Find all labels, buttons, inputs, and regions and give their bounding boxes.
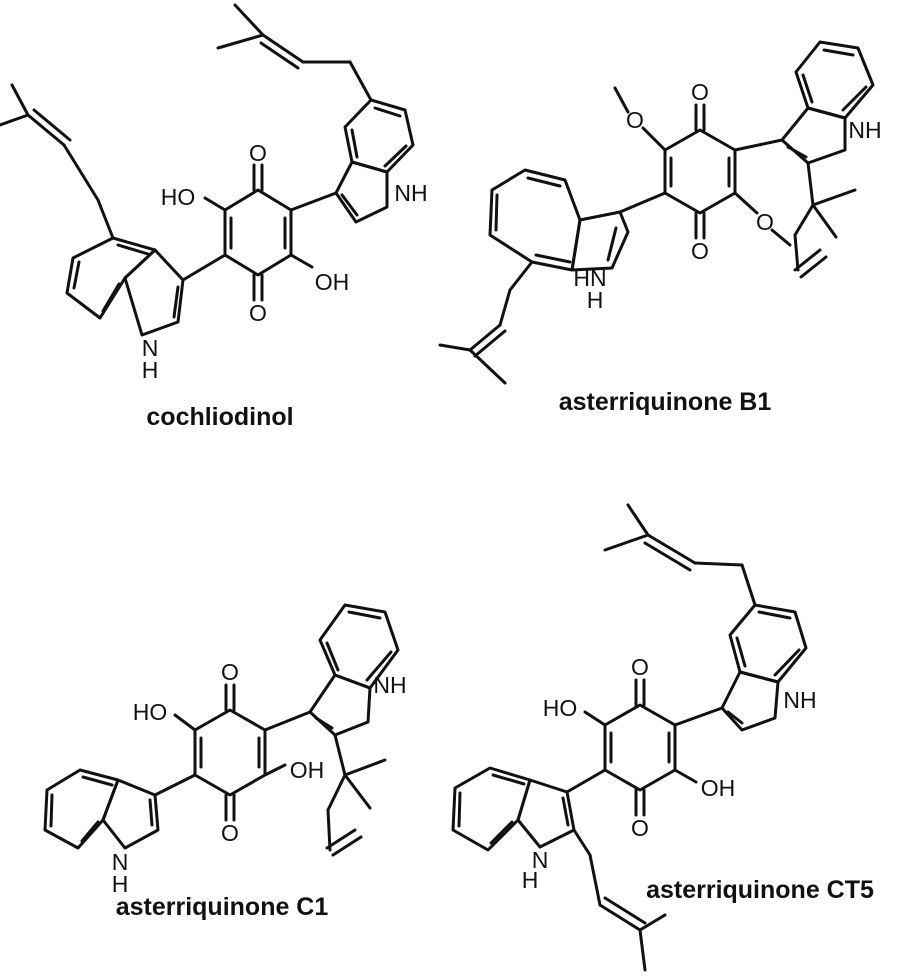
b1-carbonyl-o-bottom: O (691, 238, 709, 264)
c1-ho-label: HO (133, 699, 168, 725)
compound-asterriquinone-ct5 (451, 503, 808, 972)
left-indole-pyrrole (123, 248, 185, 337)
quinone-ring (223, 188, 293, 277)
ct5-n-label: N (532, 847, 549, 873)
cochliodinol-oh-label: OH (315, 269, 350, 295)
right-indole-benzene (343, 98, 415, 174)
ct5-oh-label: OH (701, 775, 736, 801)
quinone-ring (663, 128, 737, 215)
cochliodinol-n-label: N (142, 335, 159, 361)
b1-carbonyl-o-top: O (691, 79, 709, 105)
c1-carbonyl-o-bottom: O (221, 820, 239, 846)
compound-asterriquinone-c1 (43, 603, 400, 857)
b1-h-label: H (587, 287, 604, 313)
right-indole-pyrrole (780, 106, 847, 165)
b1-nh-label: NH (848, 117, 881, 143)
right-indole-pyrrole (308, 673, 372, 737)
ct5-ho-label: HO (543, 695, 578, 721)
cochliodinol-carbonyl-o-bottom: O (249, 300, 267, 326)
ct5-nh-label: NH (783, 687, 816, 713)
cochliodinol-carbonyl-o-top: O (249, 140, 267, 166)
right-indole-pyrrole (334, 160, 389, 224)
left-indole-pyrrole (570, 210, 630, 272)
c1-h-label: H (112, 871, 129, 897)
compound-cochliodinol (0, 3, 415, 337)
ct5-h-label: H (522, 867, 539, 893)
ct5-carbonyl-o-bottom: O (631, 815, 649, 841)
left-indole-benzene (43, 768, 120, 850)
left-indole-pyrrole (516, 778, 576, 849)
left-indole-benzene (488, 168, 582, 272)
name-asterriquinone-b1: asterriquinone B1 (559, 388, 772, 416)
compound-asterriquinone-b1 (438, 40, 875, 385)
right-indole-pyrrole (720, 670, 780, 732)
quinone-ring (603, 703, 677, 792)
c1-nh-label: NH (373, 672, 406, 698)
ct5-carbonyl-o-top: O (631, 654, 649, 680)
right-indole-benzene (318, 603, 400, 690)
b1-methoxy-o-right: O (756, 209, 774, 235)
b1-methoxy-o-left: O (626, 107, 644, 133)
name-cochliodinol: cochliodinol (146, 403, 293, 431)
left-indole-pyrrole (101, 778, 160, 850)
name-asterriquinone-ct5: asterriquinone CT5 (646, 876, 874, 904)
quinone-ring (193, 708, 267, 797)
left-indole-benzene (451, 766, 532, 852)
c1-carbonyl-o-top: O (221, 659, 239, 685)
right-indole-benzene (728, 603, 808, 684)
b1-hn-label: HN (573, 265, 606, 291)
cochliodinol-nh-label: NH (394, 180, 427, 206)
c1-n-label: N (112, 849, 129, 875)
cochliodinol-ho-label: HO (161, 184, 196, 210)
c1-oh-label: OH (290, 757, 325, 783)
name-asterriquinone-c1: asterriquinone C1 (116, 893, 329, 921)
left-indole-benzene (65, 236, 157, 320)
right-indole-benzene (794, 40, 875, 120)
cochliodinol-h-label: H (142, 357, 159, 383)
